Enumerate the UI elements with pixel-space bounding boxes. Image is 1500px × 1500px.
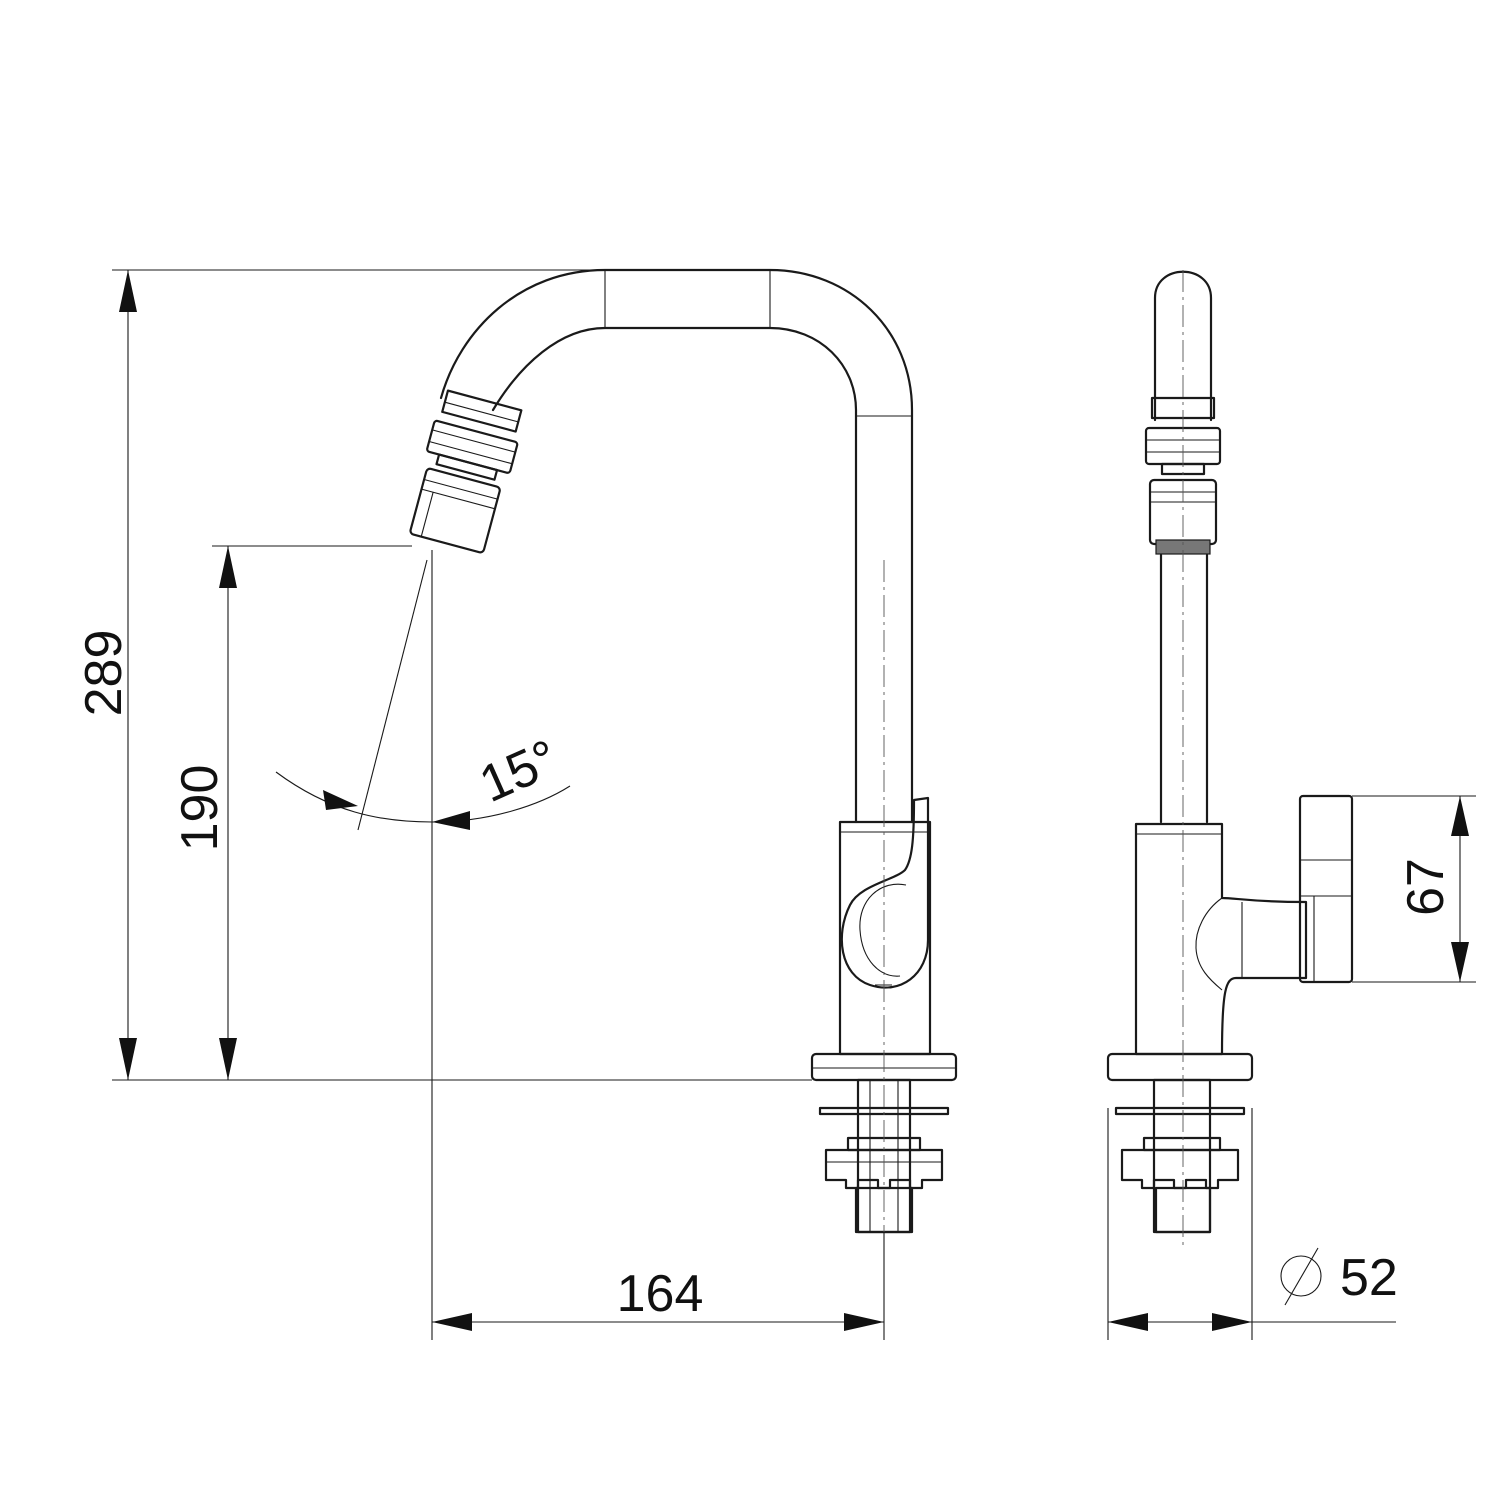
side-view — [1106, 270, 1354, 1250]
dim-outlet-height: 190 — [171, 765, 229, 852]
dim-base-diameter: 52 — [1340, 1249, 1398, 1307]
diameter-icon — [1280, 1247, 1322, 1306]
dim-overall-height: 289 — [75, 630, 133, 717]
side-mounting-hardware — [1114, 1078, 1246, 1234]
side-body — [1106, 794, 1354, 1082]
dim-handle-height: 67 — [1397, 858, 1455, 916]
dimension-lines — [112, 269, 1476, 1340]
dim-spray-angle: 15° — [471, 729, 566, 814]
front-view — [357, 268, 958, 1340]
spout — [439, 268, 914, 824]
dim-spout-reach: 164 — [617, 1265, 704, 1323]
aerator-assembly — [409, 389, 523, 554]
